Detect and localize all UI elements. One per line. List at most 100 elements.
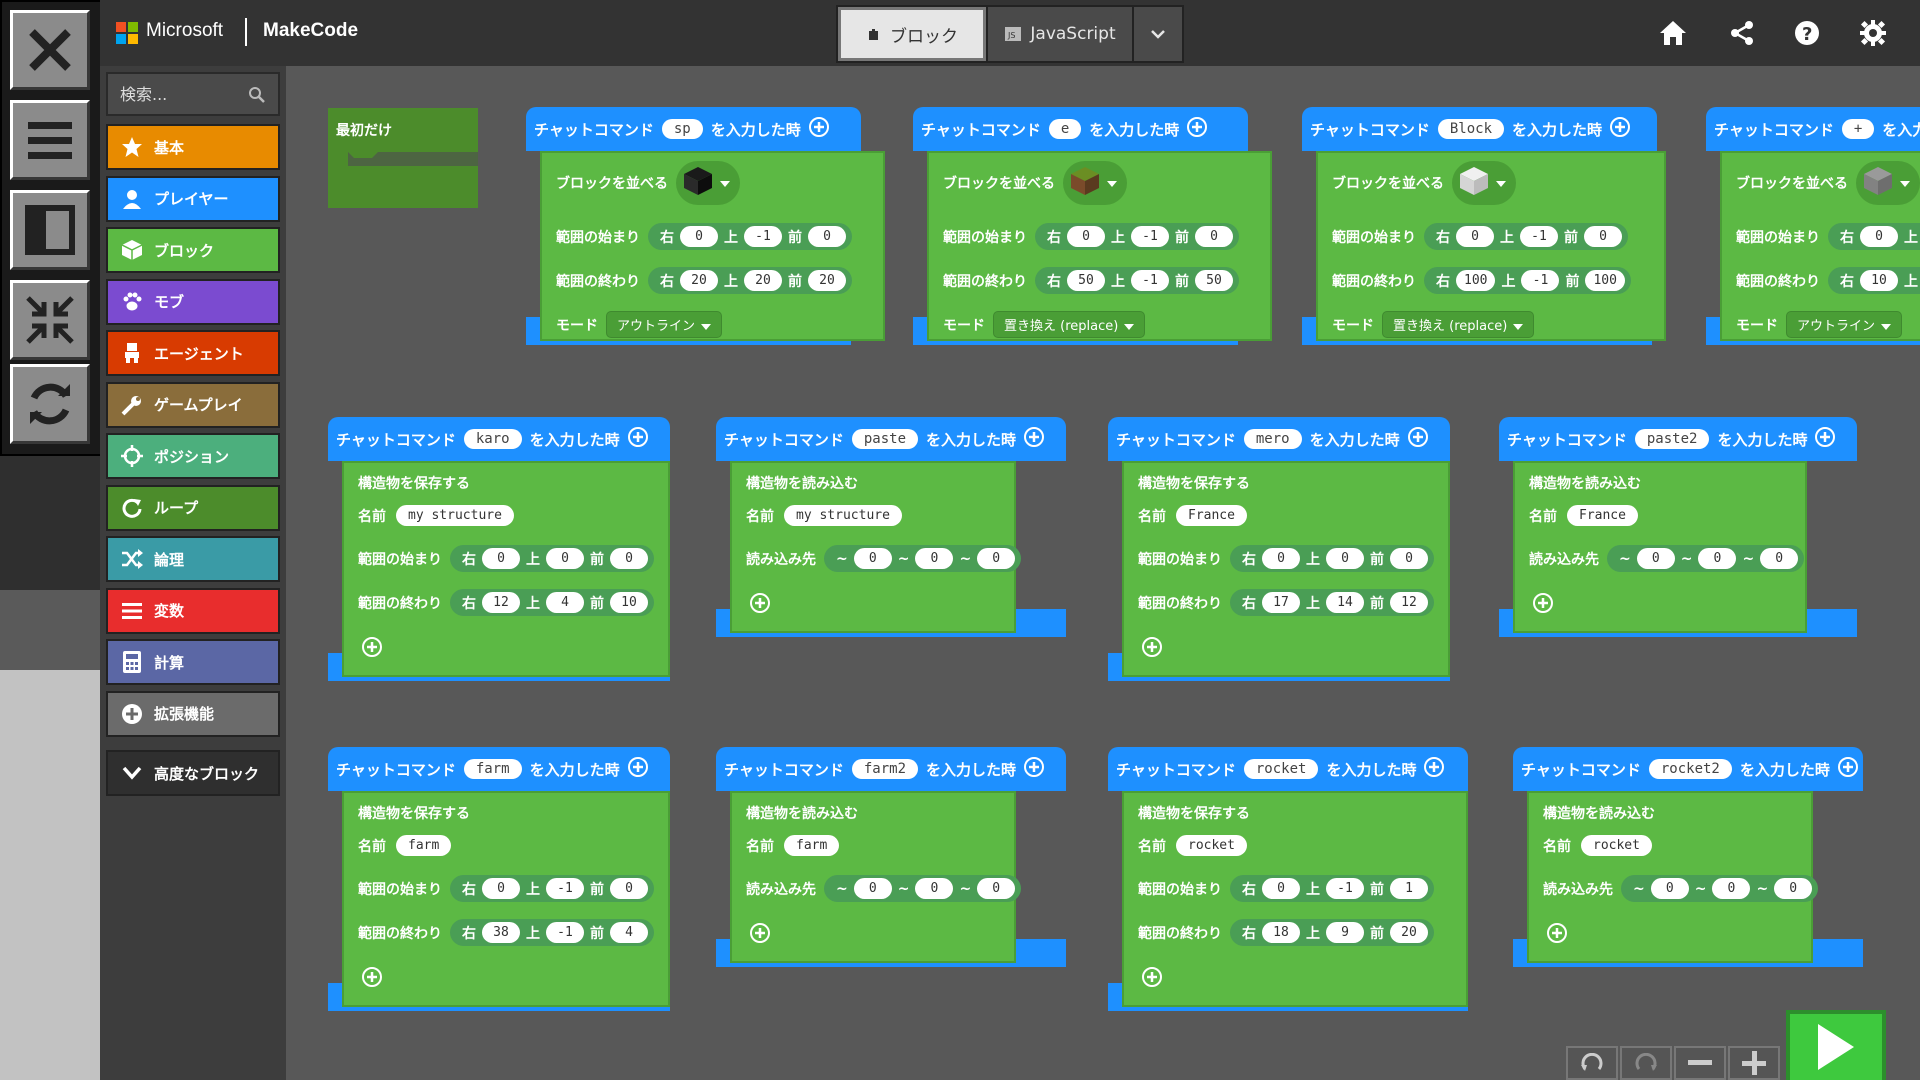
chat-command-fill-block[interactable]: チャットコマンド+を入力した時ブロックを並べる範囲の始まり右0上-1前0範囲の終… xyxy=(1706,107,1920,367)
search-input[interactable] xyxy=(118,83,242,105)
add-statement-icon[interactable] xyxy=(1142,637,1162,657)
chat-command-hat[interactable]: チャットコマンド+を入力した時 xyxy=(1706,107,1920,151)
javascript-mode-button[interactable]: JS JavaScript xyxy=(986,7,1132,61)
toolbox-category[interactable]: ゲームプレイ xyxy=(106,381,280,428)
chat-command-input[interactable]: paste2 xyxy=(1634,429,1710,449)
structure-name-input[interactable]: France xyxy=(1567,505,1638,526)
coordinate-field[interactable]: 10 xyxy=(610,592,648,613)
home-button[interactable] xyxy=(1656,16,1690,50)
add-parameter-icon[interactable] xyxy=(1837,757,1858,781)
chat-command-input[interactable]: rocket2 xyxy=(1648,759,1732,779)
coordinate-field[interactable]: 100 xyxy=(1456,270,1496,291)
zoom-in-button[interactable] xyxy=(1728,1046,1780,1080)
chat-command-input[interactable]: rocket xyxy=(1243,759,1319,779)
add-statement-icon[interactable] xyxy=(750,923,770,943)
coordinate-field[interactable]: 1 xyxy=(1390,878,1428,899)
coordinate-field[interactable]: 0 xyxy=(853,548,892,569)
position-input[interactable]: ~0~0~0 xyxy=(824,545,1022,572)
toolbox-category[interactable]: 変数 xyxy=(106,587,280,634)
position-input[interactable]: 右0上-1前0 xyxy=(1828,223,1920,250)
coordinate-field[interactable]: 17 xyxy=(1262,592,1300,613)
add-parameter-icon[interactable] xyxy=(1187,117,1208,141)
add-parameter-icon[interactable] xyxy=(1024,757,1045,781)
fill-blocks-statement[interactable]: ブロックを並べる範囲の始まり右0上-1前0範囲の終わり右10上-1前10モードア… xyxy=(1720,151,1920,341)
chat-command-input[interactable]: farm xyxy=(463,759,522,779)
coordinate-field[interactable]: 0 xyxy=(915,878,954,899)
coordinate-field[interactable]: 9 xyxy=(1326,922,1364,943)
block-picker[interactable] xyxy=(676,161,740,205)
share-button[interactable] xyxy=(1725,16,1759,50)
chat-command-input[interactable]: farm2 xyxy=(851,759,919,779)
coordinate-field[interactable]: 0 xyxy=(1650,878,1689,899)
mode-dropdown[interactable]: アウトライン xyxy=(1786,311,1903,338)
coordinate-field[interactable]: 0 xyxy=(808,226,846,247)
coordinate-field[interactable]: 38 xyxy=(482,922,520,943)
toolbox-category[interactable]: 高度なブロック xyxy=(106,750,280,796)
help-button[interactable]: ? xyxy=(1790,16,1824,50)
settings-button[interactable] xyxy=(1856,16,1890,50)
coordinate-field[interactable]: 0 xyxy=(610,548,648,569)
coordinate-field[interactable]: 0 xyxy=(915,548,954,569)
toolbox-category[interactable]: ポジション xyxy=(106,433,280,479)
toolbox-category[interactable]: 拡張機能 xyxy=(106,690,280,737)
shrink-button[interactable] xyxy=(10,280,90,360)
coordinate-field[interactable]: 0 xyxy=(1860,226,1898,247)
coordinate-field[interactable]: -1 xyxy=(1131,270,1169,291)
language-dropdown-button[interactable] xyxy=(1132,7,1182,61)
structure-name-input[interactable]: France xyxy=(1176,505,1247,526)
coordinate-field[interactable]: 0 xyxy=(853,878,892,899)
coordinate-field[interactable]: 0 xyxy=(1326,548,1364,569)
structure-name-input[interactable]: farm xyxy=(784,835,840,856)
coordinate-field[interactable]: 12 xyxy=(482,592,520,613)
coordinate-field[interactable]: -1 xyxy=(1131,226,1169,247)
toolbox-category[interactable]: 基本 xyxy=(106,124,280,170)
chat-command-input[interactable]: karo xyxy=(463,429,522,449)
coordinate-field[interactable]: 20 xyxy=(1390,922,1428,943)
coordinate-field[interactable]: -1 xyxy=(1326,878,1364,899)
coordinate-field[interactable]: 0 xyxy=(1712,878,1751,899)
add-statement-icon[interactable] xyxy=(362,967,382,987)
toolbox-category[interactable]: モブ xyxy=(106,278,280,325)
toolbox-category[interactable]: 計算 xyxy=(106,639,280,685)
product-name[interactable]: MakeCode xyxy=(263,20,359,41)
position-input[interactable]: ~0~0~0 xyxy=(824,875,1022,902)
coordinate-field[interactable]: -1 xyxy=(1521,270,1560,291)
mode-dropdown[interactable]: 置き換え (replace) xyxy=(1382,311,1535,338)
mode-dropdown[interactable]: アウトライン xyxy=(606,311,723,338)
coordinate-field[interactable]: 0 xyxy=(1390,548,1428,569)
coordinate-field[interactable]: 0 xyxy=(977,878,1016,899)
coordinate-field[interactable]: 50 xyxy=(1195,270,1233,291)
block-picker[interactable] xyxy=(1063,161,1127,205)
close-button[interactable] xyxy=(10,10,90,90)
